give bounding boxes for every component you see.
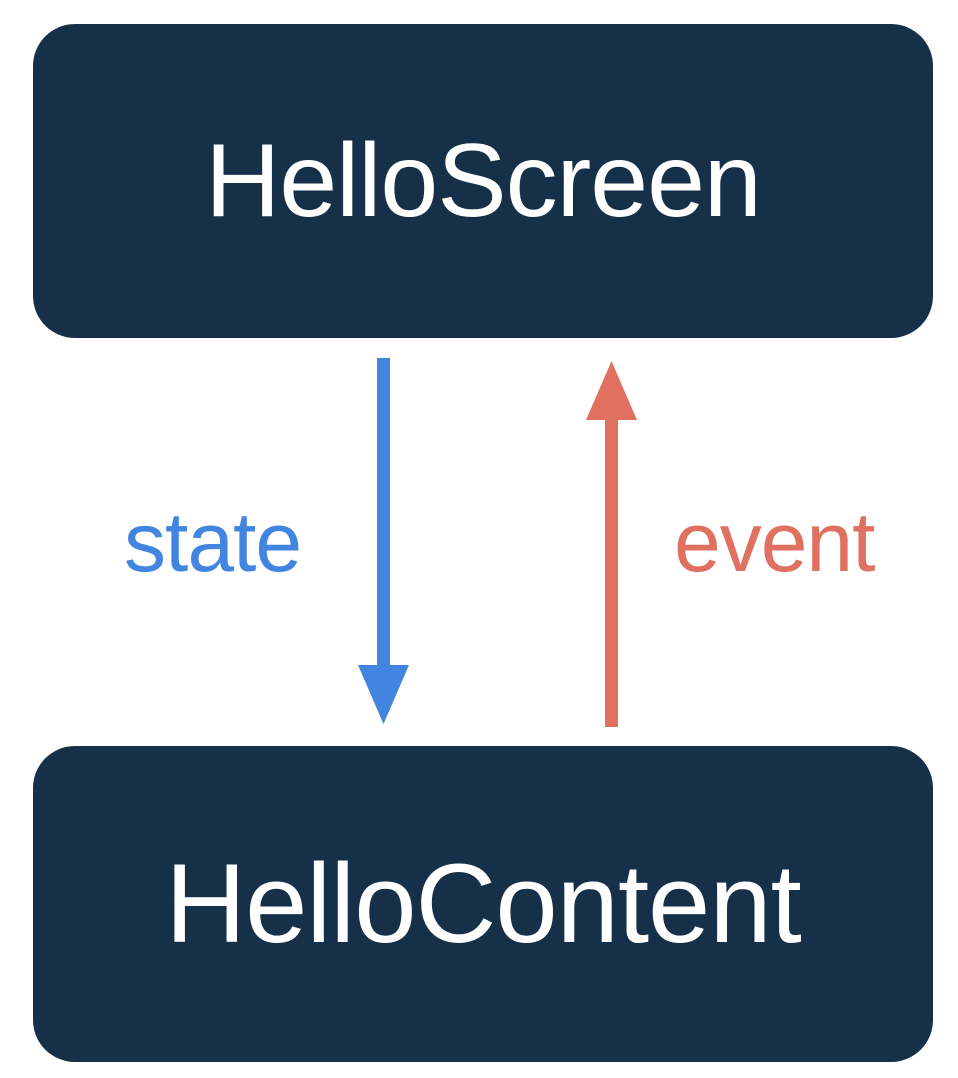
node-hello-screen-label: HelloScreen xyxy=(205,123,762,239)
event-arrow-icon xyxy=(586,361,637,727)
edge-label-event: event xyxy=(674,495,875,589)
state-arrow-icon xyxy=(358,358,409,724)
edge-label-state: state xyxy=(124,495,302,589)
node-hello-content-label: HelloContent xyxy=(165,841,801,966)
node-hello-content[interactable]: HelloContent xyxy=(33,746,933,1062)
node-hello-screen[interactable]: HelloScreen xyxy=(33,24,933,338)
